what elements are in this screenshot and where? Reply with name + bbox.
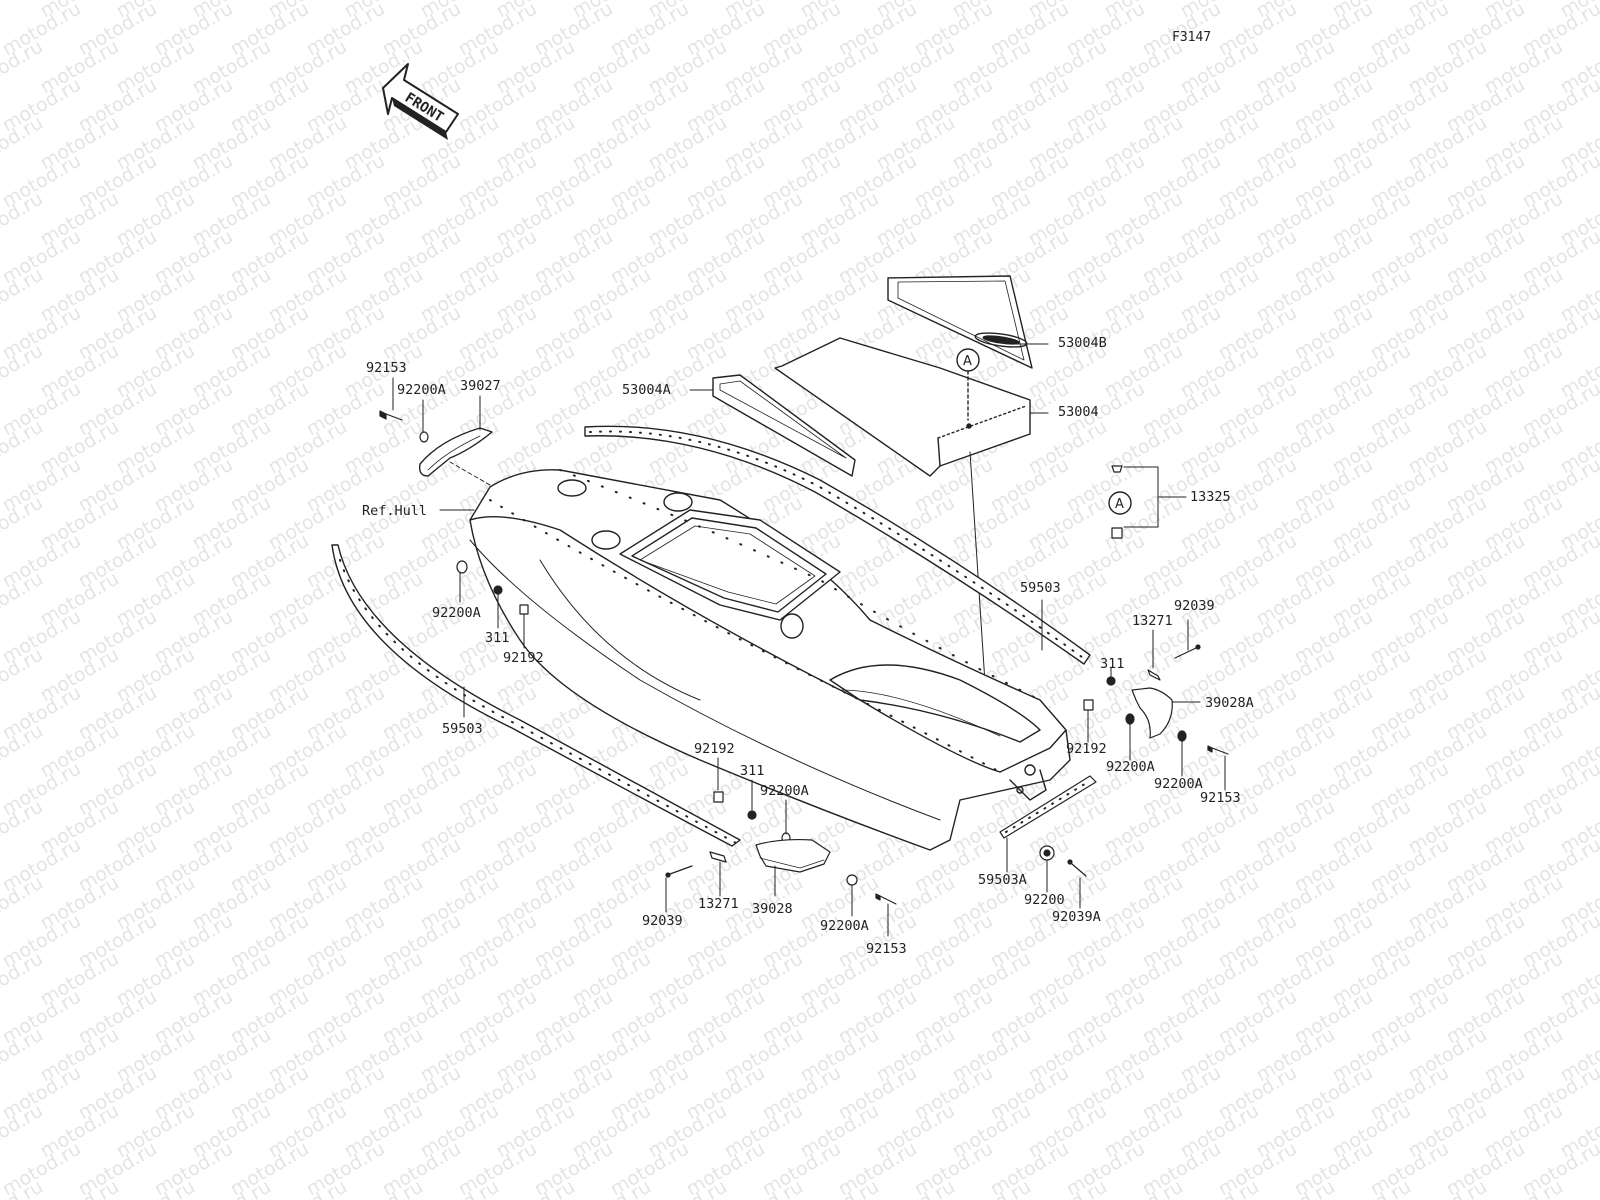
label-92192-left[interactable]: 92192 <box>503 650 544 666</box>
screw-92153-bottom[interactable] <box>875 893 897 905</box>
screw-92153-right[interactable] <box>1207 745 1229 755</box>
callout-A-lower: A <box>1108 491 1132 515</box>
label-92200A-front[interactable]: 92200A <box>397 382 446 398</box>
washer-92200A-right-a[interactable] <box>1125 713 1135 725</box>
label-311-left[interactable]: 311 <box>485 630 510 646</box>
label-39028A[interactable]: 39028A <box>1205 695 1254 711</box>
clip-13271-bottom[interactable] <box>709 851 727 863</box>
label-92153-right[interactable]: 92153 <box>1200 790 1241 806</box>
hull-body <box>469 469 1071 851</box>
label-311-right[interactable]: 311 <box>1100 656 1125 672</box>
label-92153-bottom[interactable]: 92153 <box>866 941 907 957</box>
front-direction-arrow: FRONT <box>382 63 459 140</box>
pin-92039-right[interactable] <box>1174 644 1201 659</box>
label-92200A-left[interactable]: 92200A <box>432 605 481 621</box>
rivet-13325[interactable] <box>1111 465 1187 539</box>
label-13325[interactable]: 13325 <box>1190 489 1231 505</box>
label-92192-bottom[interactable]: 92192 <box>694 741 735 757</box>
bracket-39028A[interactable] <box>1131 687 1173 739</box>
spacer-92192-bottom[interactable] <box>713 791 724 803</box>
pad-53004[interactable] <box>774 337 1031 477</box>
label-53004[interactable]: 53004 <box>1058 404 1099 420</box>
pin-92039-bottom[interactable] <box>665 865 693 878</box>
gunwale-strip-59503-left[interactable] <box>331 544 741 847</box>
washer-92200A-left[interactable] <box>456 560 468 574</box>
label-92192-right[interactable]: 92192 <box>1066 741 1107 757</box>
screw-92153-front[interactable] <box>379 410 403 421</box>
nut-311-bottom[interactable] <box>747 810 757 820</box>
gunwale-strip-59503-right[interactable] <box>584 425 1091 665</box>
pin-92039A[interactable] <box>1067 859 1087 877</box>
label-92200A-bottom-a[interactable]: 92200A <box>760 783 809 799</box>
label-ref-hull[interactable]: Ref.Hull <box>362 503 428 519</box>
label-13271-bottom[interactable]: 13271 <box>698 896 739 912</box>
bracket-39027[interactable] <box>418 427 493 486</box>
label-53004A[interactable]: 53004A <box>622 382 671 398</box>
washer-92200-bottom[interactable] <box>1039 845 1055 861</box>
label-92153-front[interactable]: 92153 <box>366 360 407 376</box>
label-92039A[interactable]: 92039A <box>1052 909 1101 925</box>
spacer-92192-right[interactable] <box>1083 699 1094 711</box>
pad-53004B[interactable] <box>887 275 1033 369</box>
spacer-92192-left[interactable] <box>519 604 529 615</box>
label-92200A-right-a[interactable]: 92200A <box>1106 759 1155 775</box>
nut-311-left[interactable] <box>493 585 503 595</box>
svg-text:A: A <box>1115 497 1124 512</box>
label-92200A-right-b[interactable]: 92200A <box>1154 776 1203 792</box>
figure-reference: F3147 <box>1172 30 1212 45</box>
label-59503-left[interactable]: 59503 <box>442 721 483 737</box>
label-39028[interactable]: 39028 <box>752 901 793 917</box>
strip-59503A[interactable] <box>999 775 1097 839</box>
pad-53004A[interactable] <box>712 374 856 477</box>
label-53004B[interactable]: 53004B <box>1058 335 1107 351</box>
callout-A-upper: A <box>956 348 980 421</box>
washer-92200A-bottom-b[interactable] <box>846 874 858 886</box>
label-92039-right[interactable]: 92039 <box>1174 598 1215 614</box>
svg-text:A: A <box>963 354 972 369</box>
label-39027[interactable]: 39027 <box>460 378 501 394</box>
washer-92200A-front[interactable] <box>419 431 429 443</box>
bracket-39028[interactable] <box>755 838 831 873</box>
label-59503-right[interactable]: 59503 <box>1020 580 1061 596</box>
label-59503A[interactable]: 59503A <box>978 872 1027 888</box>
label-311-bottom[interactable]: 311 <box>740 763 765 779</box>
label-92200A-bottom-b[interactable]: 92200A <box>820 918 869 934</box>
clip-13271-right[interactable] <box>1147 669 1161 681</box>
label-13271-right[interactable]: 13271 <box>1132 613 1173 629</box>
label-92039-bottom[interactable]: 92039 <box>642 913 683 929</box>
label-92200-bottom[interactable]: 92200 <box>1024 892 1065 908</box>
